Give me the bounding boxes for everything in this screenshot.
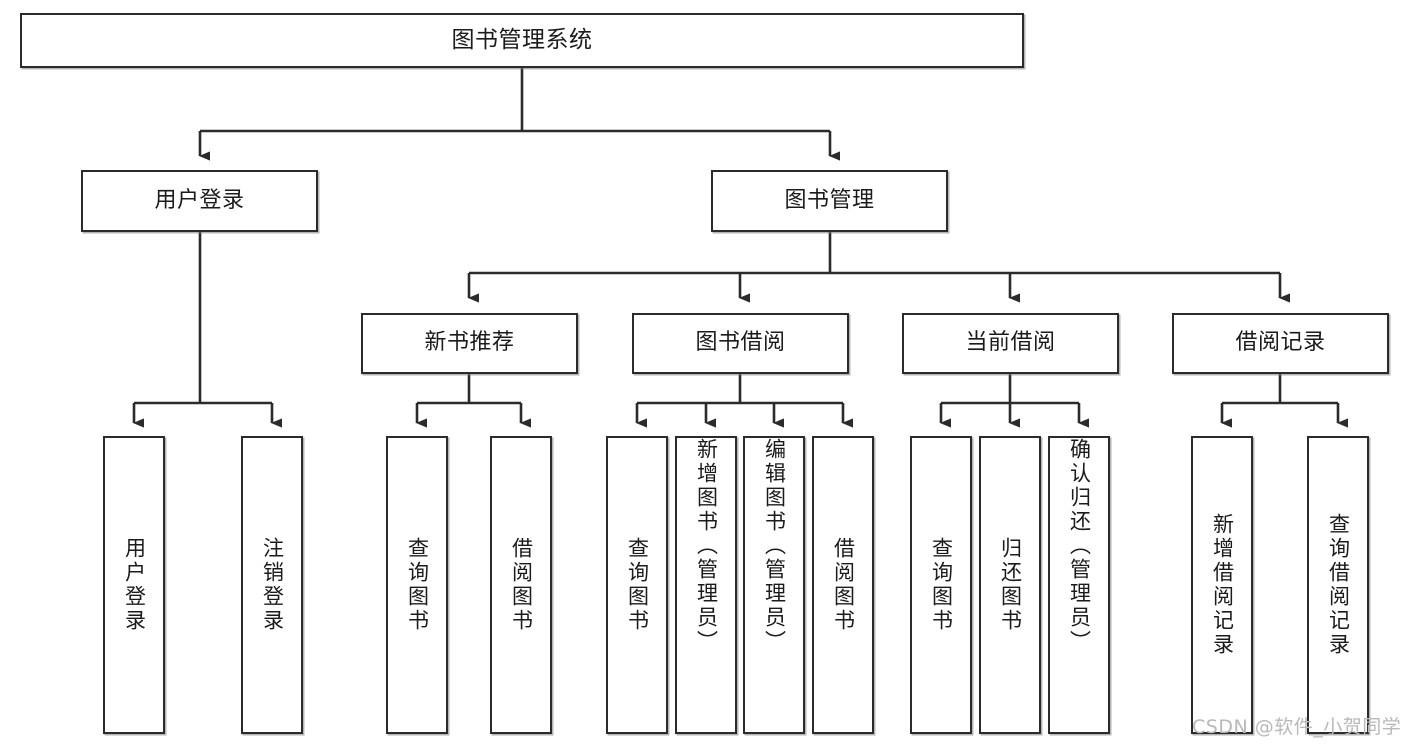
node-book-borrow[interactable]: 图书借阅	[632, 313, 849, 374]
leaf-user-login[interactable]: 用户登录	[103, 436, 165, 734]
node-new-book-rec[interactable]: 新书推荐	[361, 313, 578, 374]
node-user-login[interactable]: 用户登录	[81, 170, 318, 232]
leaf-confirm-return-label: 确认归还（管理员）	[1067, 438, 1092, 654]
leaf-return-book[interactable]: 归还图书	[979, 436, 1041, 734]
leaf-query-book-1-label: 查询图书	[405, 537, 430, 633]
leaf-add-book-label: 新增图书（管理员）	[694, 438, 719, 654]
node-book-borrow-label: 图书借阅	[695, 330, 786, 356]
node-root-label: 图书管理系统	[451, 26, 593, 53]
csdn-watermark: CSDN @软件_小贺同学	[1192, 716, 1402, 738]
leaf-logout-label: 注销登录	[260, 537, 285, 633]
leaf-borrow-book-1[interactable]: 借阅图书	[490, 436, 552, 734]
node-borrow-record[interactable]: 借阅记录	[1172, 313, 1389, 374]
leaf-query-record-label: 查询借阅记录	[1326, 513, 1351, 657]
leaf-query-record[interactable]: 查询借阅记录	[1307, 436, 1369, 734]
node-new-book-rec-label: 新书推荐	[424, 330, 515, 356]
node-current-borrow[interactable]: 当前借阅	[902, 313, 1119, 374]
leaf-query-book-2-label: 查询图书	[625, 537, 650, 633]
leaf-logout[interactable]: 注销登录	[241, 436, 303, 734]
leaf-borrow-book-2[interactable]: 借阅图书	[812, 436, 874, 734]
leaf-query-book-3-label: 查询图书	[929, 537, 954, 633]
leaf-user-login-label: 用户登录	[122, 537, 147, 633]
leaf-query-book-1[interactable]: 查询图书	[386, 436, 448, 734]
node-user-login-label: 用户登录	[154, 187, 245, 213]
leaf-query-book-3[interactable]: 查询图书	[910, 436, 972, 734]
node-current-borrow-label: 当前借阅	[965, 330, 1056, 356]
node-book-manage[interactable]: 图书管理	[711, 170, 948, 232]
leaf-query-book-2[interactable]: 查询图书	[606, 436, 668, 734]
node-root[interactable]: 图书管理系统	[20, 13, 1024, 68]
leaf-confirm-return[interactable]: 确认归还（管理员）	[1048, 436, 1110, 734]
node-borrow-record-label: 借阅记录	[1235, 330, 1326, 356]
leaf-borrow-book-2-label: 借阅图书	[831, 537, 856, 633]
leaf-borrow-book-1-label: 借阅图书	[509, 537, 534, 633]
leaf-edit-book-label: 编辑图书（管理员）	[762, 438, 787, 654]
leaf-return-book-label: 归还图书	[998, 537, 1023, 633]
leaf-add-book[interactable]: 新增图书（管理员）	[675, 436, 737, 734]
leaf-add-record-label: 新增借阅记录	[1210, 513, 1235, 657]
node-book-manage-label: 图书管理	[784, 187, 875, 213]
leaf-add-record[interactable]: 新增借阅记录	[1191, 436, 1253, 734]
leaf-edit-book[interactable]: 编辑图书（管理员）	[743, 436, 805, 734]
